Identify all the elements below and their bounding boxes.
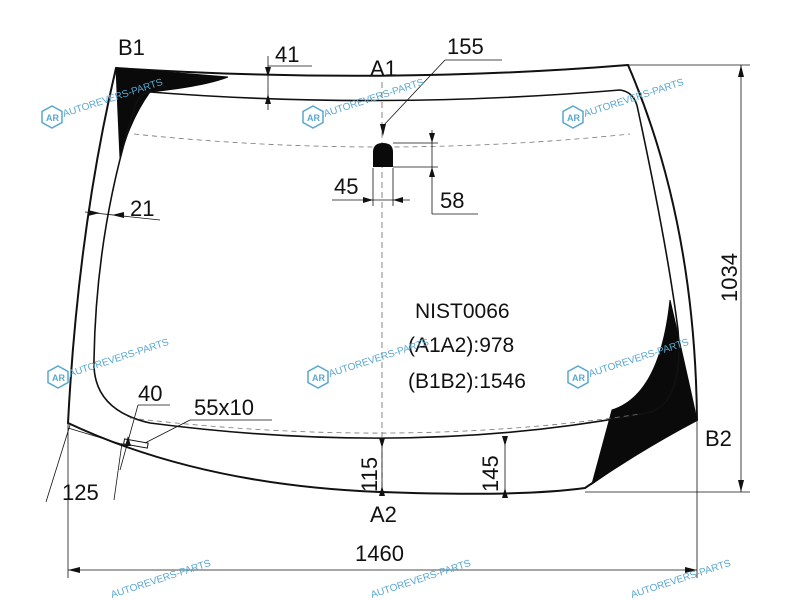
dim-41-label: 41 bbox=[275, 42, 299, 67]
sensor-mount bbox=[373, 143, 393, 167]
dim-width-arrow-left bbox=[68, 567, 80, 573]
formula-a1a2-label: (A1A2):978 bbox=[408, 334, 514, 357]
dim-41-arrow-top bbox=[265, 67, 271, 77]
dim-125-line-a bbox=[45, 424, 71, 503]
glass-outer-outline bbox=[66, 63, 699, 495]
dim-height-arrow-top bbox=[738, 65, 744, 77]
watermark-text: AUTOREVERS-PARTS bbox=[630, 558, 733, 600]
inner-dashed-bottom bbox=[129, 413, 641, 434]
dim-40-label: 40 bbox=[138, 381, 162, 406]
part-code-label: NIST0066 bbox=[415, 300, 510, 323]
watermark-logo-icon bbox=[567, 365, 589, 389]
dim-145-arrow-top bbox=[502, 436, 508, 446]
dim-height-label: 1034 bbox=[717, 253, 742, 302]
point-b1-label: B1 bbox=[118, 35, 145, 60]
dim-58-label: 58 bbox=[440, 188, 464, 213]
formula-b1b2-label: (B1B2):1546 bbox=[408, 370, 526, 393]
dim-115-arrow-top bbox=[379, 438, 385, 448]
dim-58-arrow-bottom bbox=[429, 167, 435, 177]
dim-115-label: 115 bbox=[357, 457, 382, 492]
dim-145-label: 145 bbox=[478, 455, 503, 492]
dim-125-line-b bbox=[67, 427, 129, 447]
point-a1-label: A1 bbox=[370, 56, 397, 81]
watermark-logo-icon bbox=[302, 105, 324, 129]
watermark-logo-text: AR bbox=[567, 113, 580, 123]
ceramic-corner-b2 bbox=[591, 299, 698, 486]
watermark-logo-icon bbox=[47, 365, 69, 389]
glass-inner-outline bbox=[93, 89, 680, 439]
dim-40-line bbox=[119, 404, 139, 471]
point-b2-label: B2 bbox=[705, 426, 732, 451]
dim-45-arrow-right bbox=[393, 197, 403, 203]
watermark-logo-icon bbox=[41, 105, 63, 129]
watermark-7: AUTOREVERS-PARTS bbox=[110, 558, 213, 600]
dim-21-label: 21 bbox=[130, 196, 154, 221]
watermark-text: AUTOREVERS-PARTS bbox=[110, 558, 213, 600]
dim-45-arrow-left bbox=[363, 197, 373, 203]
dim-vin-leader bbox=[144, 419, 191, 444]
dim-width-arrow-right bbox=[685, 567, 697, 573]
watermark-logo-text: AR bbox=[307, 113, 320, 123]
dim-155-label: 155 bbox=[447, 34, 484, 59]
dim-145-arrow-bottom bbox=[502, 488, 508, 498]
watermark-logo-text: AR bbox=[46, 113, 59, 123]
dim-width-label: 1460 bbox=[355, 541, 404, 566]
watermark-logo-icon bbox=[562, 105, 584, 129]
dim-125-label: 125 bbox=[62, 480, 99, 505]
watermark-9: AUTOREVERS-PARTS bbox=[630, 558, 733, 600]
vin-window bbox=[123, 438, 149, 449]
dim-125-line-c bbox=[113, 442, 123, 501]
dim-height-arrow-bottom bbox=[738, 480, 744, 492]
dim-45-label: 45 bbox=[334, 174, 358, 199]
watermark-logo-text: AR bbox=[52, 373, 65, 383]
watermark-logo-text: AR bbox=[312, 373, 325, 383]
dim-155-leader bbox=[382, 59, 446, 127]
dim-vin-label: 55x10 bbox=[194, 395, 254, 420]
dim-155-arrow bbox=[380, 124, 386, 136]
dim-40-arrow bbox=[125, 436, 131, 446]
point-a2-label: A2 bbox=[370, 502, 397, 527]
watermark-logo-icon bbox=[307, 365, 329, 389]
dim-58-arrow-top bbox=[429, 133, 435, 143]
dim-21-arrow-right bbox=[112, 212, 124, 218]
watermark-logo-text: AR bbox=[572, 373, 585, 383]
dim-41-arrow-bottom bbox=[265, 94, 271, 104]
dim-21-arrow-left bbox=[88, 210, 100, 216]
dim-115-arrow-bottom bbox=[379, 486, 385, 496]
